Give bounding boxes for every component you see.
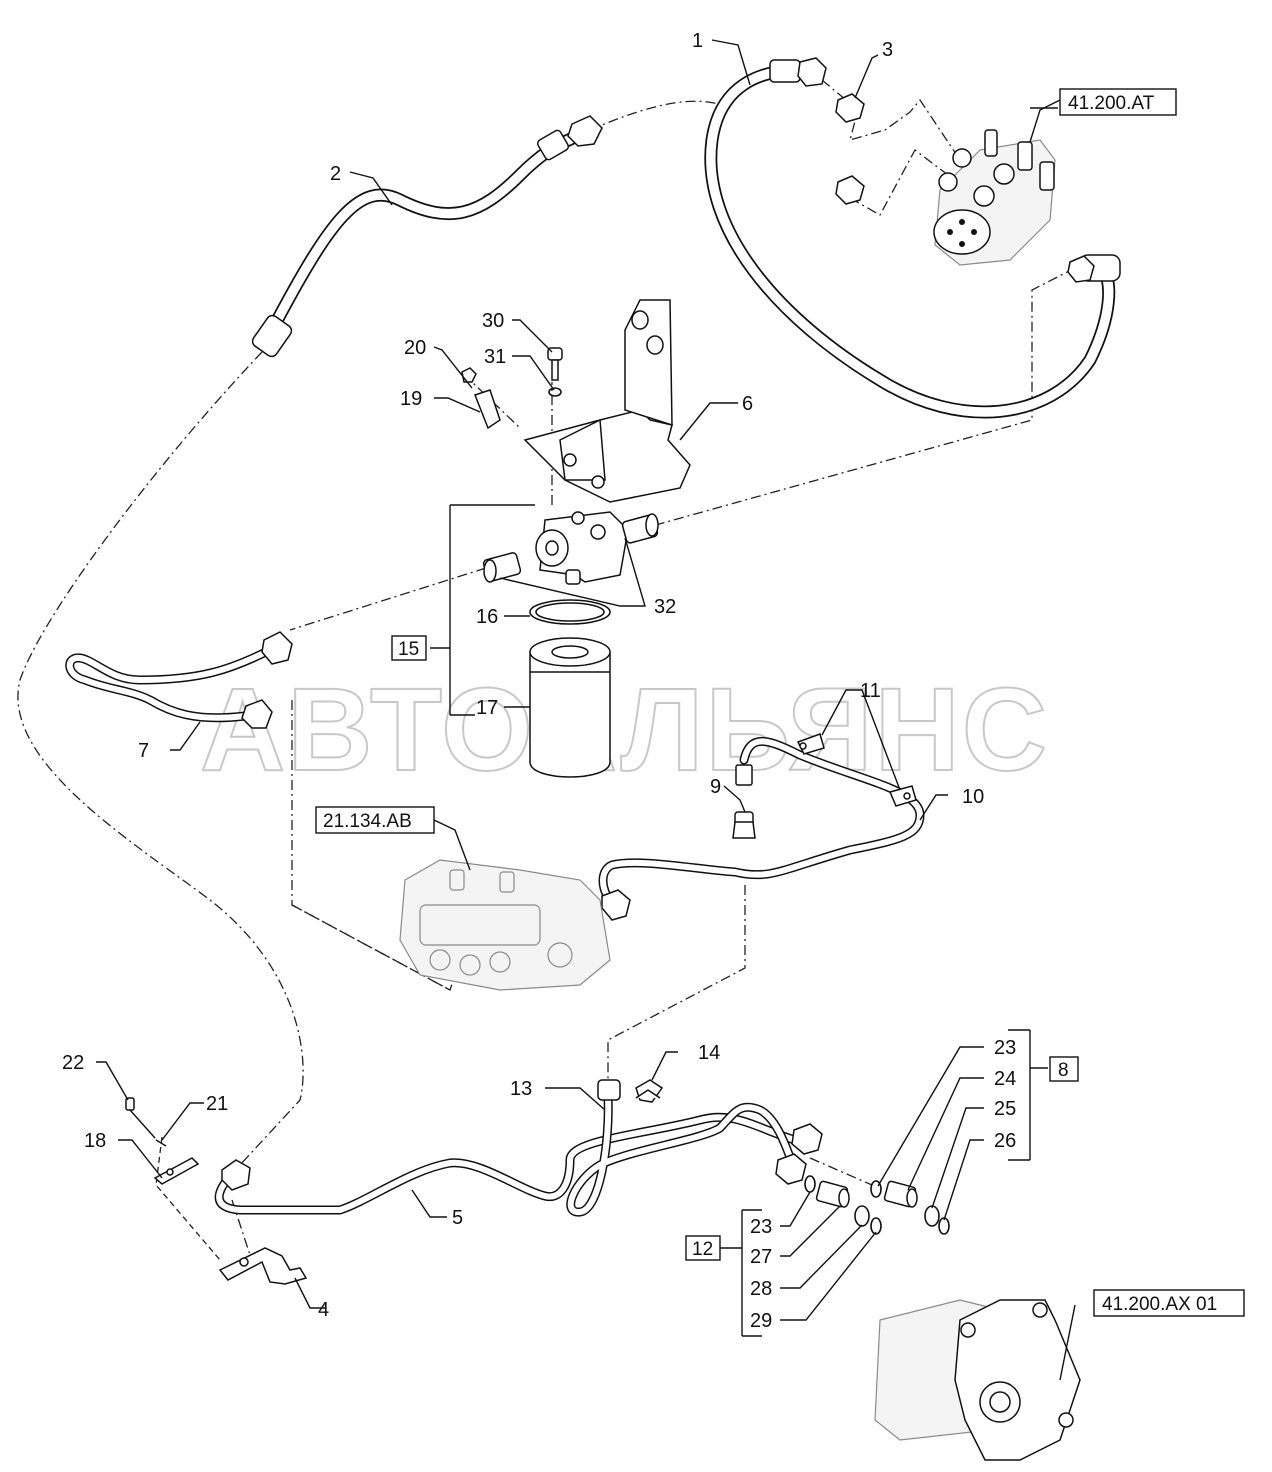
label-7: 7 xyxy=(138,740,149,762)
svg-text:8: 8 xyxy=(1058,1060,1069,1081)
label-5: 5 xyxy=(452,1207,463,1229)
seal-25[interactable] xyxy=(924,1205,940,1227)
label-11: 11 xyxy=(860,680,881,702)
label-13: 13 xyxy=(510,1078,532,1100)
label-32: 32 xyxy=(654,596,676,618)
seal-23-upper[interactable] xyxy=(870,1180,882,1198)
label-9: 9 xyxy=(710,776,721,798)
label-27: 27 xyxy=(750,1246,772,1268)
label-3: 3 xyxy=(882,39,893,61)
label-4: 4 xyxy=(318,1299,329,1321)
boxed-number-8: 8 xyxy=(1049,1056,1079,1082)
reference-control-valve[interactable]: 21.134.AB xyxy=(315,806,435,834)
adapter-32[interactable] xyxy=(482,513,659,583)
clamp-11[interactable] xyxy=(796,733,917,807)
label-25: 25 xyxy=(994,1098,1016,1120)
part-numbers: 1 2 3 4 5 6 7 9 10 11 13 14 16 17 18 19 … xyxy=(62,30,1016,1332)
svg-text:41.200.AX 01: 41.200.AX 01 xyxy=(1102,1294,1217,1315)
oil-filter-icon[interactable] xyxy=(529,637,611,778)
bolt-22[interactable] xyxy=(125,1097,156,1139)
nut-20[interactable] xyxy=(461,367,477,383)
label-18: 18 xyxy=(84,1130,106,1152)
svg-text:15: 15 xyxy=(398,639,419,660)
clip-19[interactable] xyxy=(474,389,501,430)
svg-text:12: 12 xyxy=(692,1239,713,1260)
seal-23-lower[interactable] xyxy=(804,1175,816,1193)
washer-31[interactable] xyxy=(548,387,562,397)
label-31: 31 xyxy=(484,346,506,368)
label-19: 19 xyxy=(400,388,422,410)
seal-26[interactable] xyxy=(938,1217,950,1235)
label-16: 16 xyxy=(476,606,498,628)
label-14: 14 xyxy=(698,1042,720,1064)
label-28: 28 xyxy=(750,1278,772,1300)
label-10: 10 xyxy=(962,786,984,808)
label-20: 20 xyxy=(404,337,426,359)
label-23-lower: 23 xyxy=(750,1216,772,1238)
label-29: 29 xyxy=(750,1310,772,1332)
clamp-14[interactable] xyxy=(635,1079,664,1103)
boxed-number-12: 12 xyxy=(685,1235,721,1261)
label-6: 6 xyxy=(742,393,753,415)
leader-lines xyxy=(96,39,1076,1381)
pipe-13[interactable] xyxy=(566,1079,823,1217)
steering-unit-icon xyxy=(933,129,1056,266)
hydraulic-pump-icon xyxy=(874,1299,1081,1461)
watermark-text: АВТОАЛЬЯНС xyxy=(200,664,1049,796)
filter-head[interactable] xyxy=(535,511,629,585)
seal-28[interactable] xyxy=(854,1205,870,1227)
adapter-27[interactable] xyxy=(815,1180,850,1208)
label-21: 21 xyxy=(206,1093,228,1115)
label-26: 26 xyxy=(994,1130,1016,1152)
pipe-7[interactable] xyxy=(65,631,293,729)
adapter-24[interactable] xyxy=(883,1180,918,1208)
boxed-number-15: 15 xyxy=(391,635,427,661)
control-valve-icon xyxy=(399,859,611,991)
pin-21[interactable] xyxy=(155,1139,167,1147)
label-24: 24 xyxy=(994,1068,1016,1090)
label-17: 17 xyxy=(476,697,498,719)
hose-1[interactable] xyxy=(704,57,1121,419)
label-23-upper: 23 xyxy=(994,1037,1016,1059)
label-1: 1 xyxy=(692,30,703,52)
seal-ring-16[interactable] xyxy=(529,599,611,625)
bracket-6[interactable] xyxy=(523,299,691,503)
assembly-lines xyxy=(17,79,1076,1261)
label-22: 22 xyxy=(62,1052,84,1074)
seal-29[interactable] xyxy=(870,1217,882,1235)
svg-text:41.200.AT: 41.200.AT xyxy=(1068,93,1155,114)
label-30: 30 xyxy=(482,310,504,332)
reference-pump[interactable]: 41.200.AX 01 xyxy=(1093,1289,1245,1317)
bracket-4[interactable] xyxy=(218,1247,308,1285)
pipe-5[interactable] xyxy=(214,1112,800,1215)
svg-text:21.134.AB: 21.134.AB xyxy=(323,811,412,832)
pipe-10[interactable] xyxy=(598,736,925,921)
hose-2[interactable] xyxy=(250,115,603,359)
clip-18[interactable] xyxy=(153,1157,200,1185)
screw-30[interactable] xyxy=(547,347,563,381)
label-2: 2 xyxy=(330,163,341,185)
reference-steering-unit[interactable]: 41.200.AT xyxy=(1059,88,1177,116)
fitting-3[interactable] xyxy=(835,93,865,205)
fitting-9[interactable] xyxy=(732,764,756,839)
